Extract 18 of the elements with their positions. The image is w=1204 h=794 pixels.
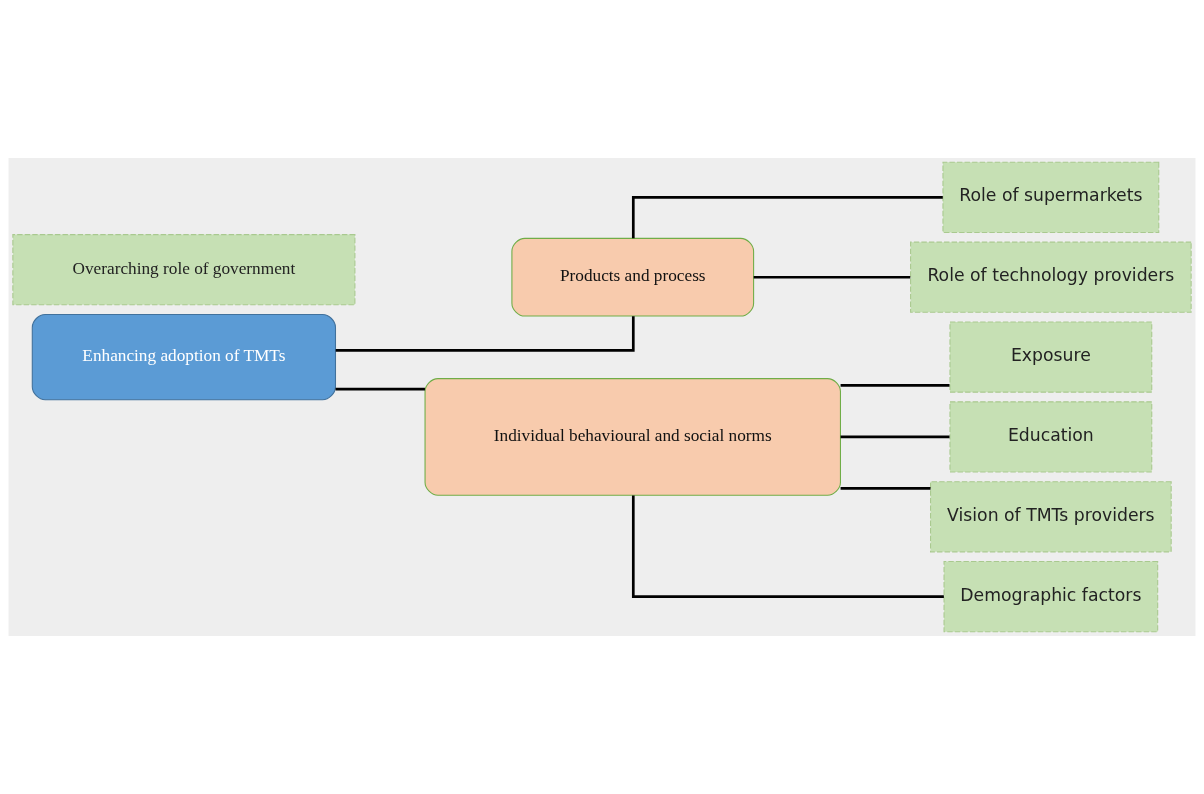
node-box: Exposure [949, 321, 1153, 393]
node-box: Products and process [511, 237, 755, 317]
node-box: Vision of TMTs providers [930, 481, 1172, 553]
node-box: Education [949, 401, 1153, 473]
connector [840, 487, 931, 490]
connector [753, 275, 911, 279]
node-box: Enhancing adoption of TMTs [31, 313, 337, 401]
node-box: Role of supermarkets [942, 161, 1160, 233]
connector [840, 384, 950, 387]
node-box: Overarching role of government [12, 234, 356, 306]
connector [631, 495, 944, 598]
connector [631, 196, 943, 239]
node-box: Demographic factors [943, 561, 1159, 633]
node-box: Individual behavioural and social norms [424, 378, 841, 496]
connector [840, 435, 950, 439]
connector [335, 387, 425, 391]
connector [335, 316, 635, 352]
node-box: Role of technology providers [910, 241, 1192, 313]
